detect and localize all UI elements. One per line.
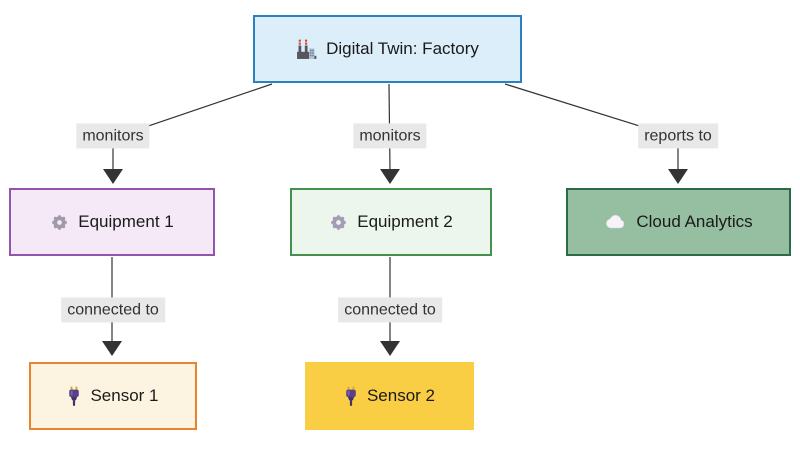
arrowhead-icon (380, 169, 400, 184)
node-label: Equipment 2 (357, 212, 453, 231)
node-sensor-1[interactable]: Sensor 1 (29, 362, 197, 430)
node-label: Digital Twin: Factory (326, 39, 479, 58)
edge-label-reports-to: reports to (638, 123, 718, 149)
node-label: Sensor 1 (90, 386, 159, 405)
node-cloud-analytics[interactable]: Cloud Analytics (566, 188, 791, 256)
node-equipment-2[interactable]: Equipment 2 (290, 188, 492, 256)
gear-icon (50, 213, 69, 232)
cloud-icon (604, 214, 627, 230)
plug-icon (67, 386, 81, 407)
edge-label-monitors-2: monitors (353, 123, 427, 149)
arrowhead-icon (102, 341, 122, 356)
arrowhead-icon (668, 169, 688, 184)
node-label: Cloud Analytics (636, 212, 753, 231)
node-digital-twin-factory[interactable]: Digital Twin: Factory (253, 15, 522, 83)
edge-label-connected-to-1: connected to (61, 297, 165, 323)
plug-icon (344, 386, 358, 407)
edge-label-connected-to-2: connected to (338, 297, 442, 323)
node-label: Sensor 2 (366, 386, 436, 405)
arrowhead-icon (103, 169, 123, 184)
node-label: Equipment 1 (78, 212, 174, 231)
arrowhead-icon (380, 341, 400, 356)
factory-icon (296, 39, 317, 60)
node-equipment-1[interactable]: Equipment 1 (9, 188, 215, 256)
edge-label-monitors-1: monitors (76, 123, 150, 149)
node-sensor-2[interactable]: Sensor 2 (305, 362, 474, 430)
gear-icon (329, 213, 348, 232)
